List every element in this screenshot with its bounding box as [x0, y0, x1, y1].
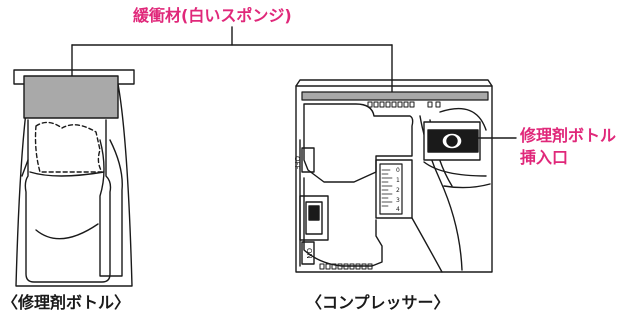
gauge-tick: 1 [396, 177, 400, 184]
pressure-gauge [379, 163, 403, 215]
gauge-tick: 0 [396, 167, 400, 174]
compressor [295, 79, 493, 273]
gauge-tick: 3 [396, 197, 400, 204]
bottle-caption: 〈修理剤ボトル〉 [2, 293, 131, 312]
cushion-leader [71, 26, 393, 96]
repair-bottle [13, 69, 135, 287]
gauge-tick: 4 [396, 206, 400, 213]
compressor-sponge [301, 91, 489, 101]
bottle-sponge [23, 75, 119, 119]
switch-off-label: OFF [293, 156, 301, 170]
gauge-tick: 2 [396, 187, 400, 194]
inlet-callout-line2: 挿入口 [520, 148, 569, 167]
compressor-caption: 〈コンプレッサー〉 [306, 293, 450, 312]
switch-on-label: ON [305, 248, 313, 259]
cushion-callout: 緩衝材(白いスポンジ) [133, 6, 292, 25]
inlet-callout-line1: 修理剤ボトル [520, 126, 617, 145]
power-switch [305, 201, 323, 235]
